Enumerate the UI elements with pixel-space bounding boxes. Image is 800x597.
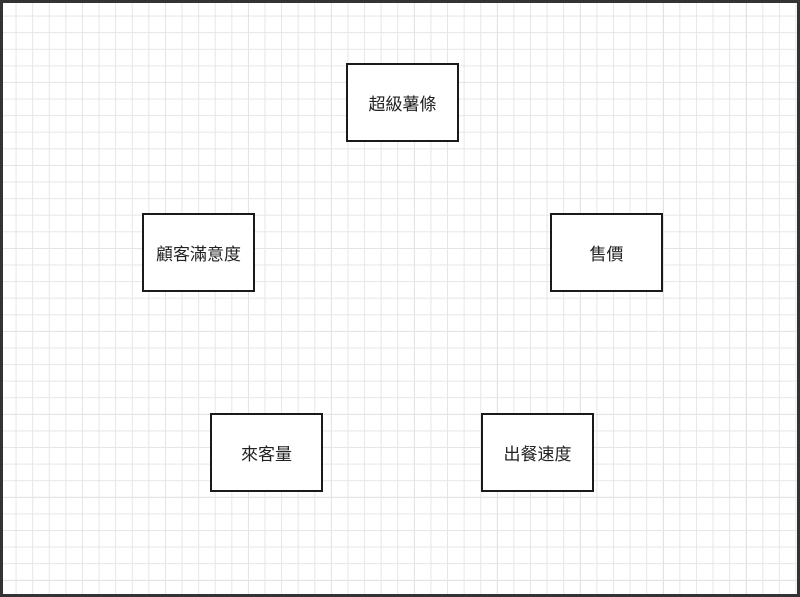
node-label: 售價	[589, 245, 624, 265]
node-customer-satisfaction[interactable]: 顧客滿意度	[142, 213, 255, 292]
node-serving-speed[interactable]: 出餐速度	[481, 413, 594, 492]
node-label: 顧客滿意度	[156, 245, 241, 265]
node-label: 超級薯條	[368, 95, 437, 115]
node-super-fries[interactable]: 超級薯條	[346, 63, 459, 142]
node-price[interactable]: 售價	[550, 213, 663, 292]
node-label: 來客量	[241, 445, 292, 465]
node-label: 出餐速度	[503, 445, 572, 465]
node-customer-traffic[interactable]: 來客量	[210, 413, 323, 492]
